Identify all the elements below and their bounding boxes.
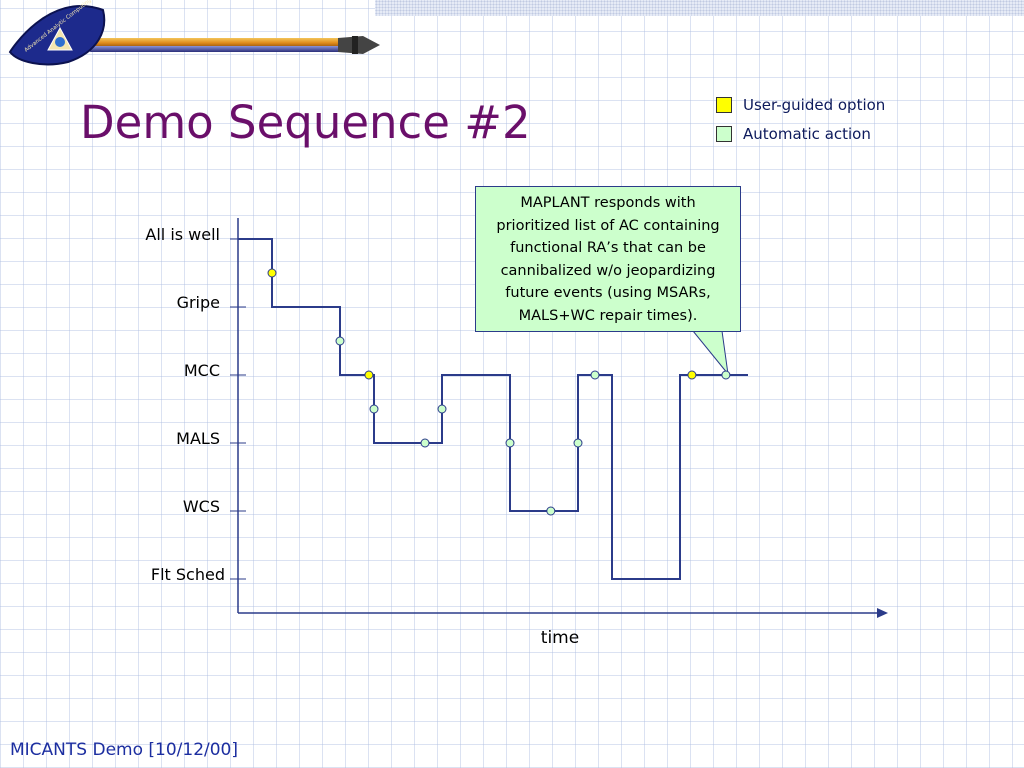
- legend-item-automatic: Automatic action: [716, 119, 885, 148]
- legend: User-guided option Automatic action: [716, 90, 885, 148]
- x-axis-arrowhead: [877, 608, 888, 618]
- y-tick-label: MCC: [183, 361, 220, 380]
- logo-eye: [55, 37, 65, 47]
- automatic-marker: [369, 404, 379, 414]
- page-title: Demo Sequence #2: [80, 96, 531, 149]
- y-tick-label: MALS: [176, 429, 220, 448]
- status-step-line: [238, 238, 748, 580]
- callout-pointer: [691, 330, 729, 376]
- logo-bar-shadow: [88, 46, 348, 52]
- logo-bar: [88, 38, 348, 48]
- user-guided-marker: [364, 370, 374, 380]
- user-guided-marker: [267, 268, 277, 278]
- user-guided-marker: [687, 370, 697, 380]
- logo: Advanced Analytic Computing Environment: [8, 0, 380, 66]
- automatic-marker: [505, 438, 515, 448]
- logo-bullet-band: [352, 36, 358, 54]
- legend-item-user-guided: User-guided option: [716, 90, 885, 119]
- automatic-marker: [335, 336, 345, 346]
- automatic-marker: [590, 370, 600, 380]
- automatic-marker: [721, 370, 731, 380]
- legend-label: Automatic action: [743, 124, 871, 143]
- y-tick-label: Gripe: [176, 293, 220, 312]
- header-band: [375, 0, 1024, 16]
- legend-swatch-automatic: [716, 125, 732, 142]
- callout-box: MAPLANT responds with prioritized list o…: [475, 186, 741, 332]
- event-markers: [267, 268, 731, 516]
- y-tick-label: WCS: [182, 497, 220, 516]
- footer: MICANTS Demo [10/12/00]: [10, 740, 239, 760]
- automatic-marker: [437, 404, 447, 414]
- logo-bullet: [338, 36, 380, 54]
- y-tick-label: All is well: [145, 225, 220, 244]
- legend-swatch-user-guided: [716, 96, 732, 113]
- automatic-marker: [420, 438, 430, 448]
- legend-label: User-guided option: [743, 95, 886, 114]
- x-axis-label: time: [540, 628, 580, 648]
- automatic-marker: [546, 506, 556, 516]
- automatic-marker: [573, 438, 583, 448]
- y-tick-label: Flt Sched: [150, 565, 225, 584]
